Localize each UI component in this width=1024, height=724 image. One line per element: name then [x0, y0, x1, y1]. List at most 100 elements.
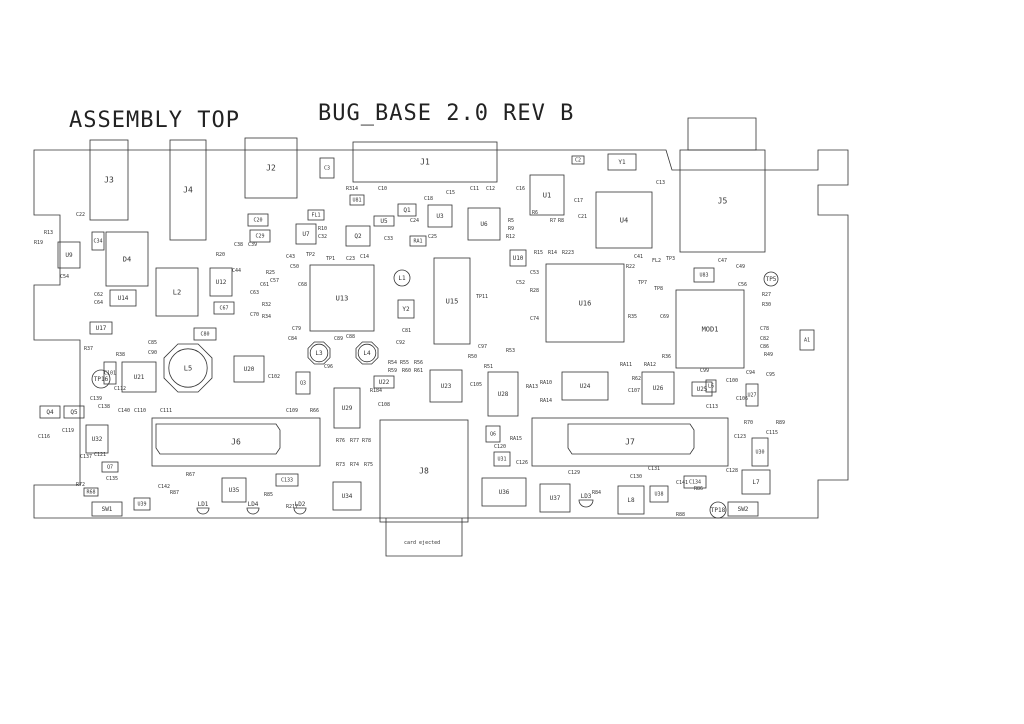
component-ref-label: Q1 — [403, 207, 411, 214]
component-ref-label: C105 — [470, 382, 482, 388]
component-body — [397, 299, 415, 319]
component-ref-label: C44 — [232, 268, 241, 274]
component-r14: R14 — [548, 250, 557, 256]
component-ref-label: U28 — [498, 391, 509, 398]
component-ref-label: C128 — [726, 468, 738, 474]
component-ref-label: J3 — [104, 176, 114, 185]
component-r76: R76 — [336, 438, 345, 444]
component-body — [345, 225, 371, 247]
component-c43: C43 — [286, 254, 295, 260]
component-body — [709, 501, 727, 519]
component-body — [295, 223, 317, 245]
component-u21: U21 — [121, 361, 157, 393]
component-ref-label: R20 — [216, 252, 225, 258]
component-ref-label: C78 — [760, 326, 769, 332]
component-ref-label: R77 — [350, 438, 359, 444]
component-body — [641, 371, 675, 405]
component-body — [249, 229, 271, 243]
component-body — [163, 343, 213, 393]
component-ref-label: C50 — [290, 264, 299, 270]
component-ref-label: C53 — [530, 270, 539, 276]
component-r38: R38 — [116, 352, 125, 358]
component-ref-label: C96 — [324, 364, 333, 370]
component-r25: R25 — [266, 270, 275, 276]
component-l2: L2 — [155, 267, 199, 317]
component-body — [89, 139, 129, 221]
component-q6: Q6 — [485, 425, 501, 443]
component-r85: R85 — [264, 492, 273, 498]
component-ref-label: U32 — [92, 436, 103, 443]
component-c81: C81 — [402, 328, 411, 334]
component-c97: C97 — [478, 344, 487, 350]
component-body — [427, 204, 453, 228]
component-q3: Q3 — [295, 371, 311, 395]
component-ref-label: MOD1 — [702, 325, 719, 333]
component-ref-label: R67 — [186, 472, 195, 478]
component-c70: C70 — [250, 312, 259, 318]
component-body — [649, 485, 669, 503]
component-ref-label: U7 — [302, 231, 310, 238]
component-c96: C96 — [324, 364, 333, 370]
component-tp1: TP1 — [326, 256, 335, 262]
component-ref-label: C52 — [516, 280, 525, 286]
component-r86: R86 — [694, 486, 703, 492]
component-c86: C86 — [760, 344, 769, 350]
component-ref-label: C92 — [396, 340, 405, 346]
component-c17: C17 — [574, 198, 583, 204]
component-ref-label: C57 — [270, 278, 279, 284]
component-ref-label: C110 — [134, 408, 146, 414]
component-c62: C62 — [94, 292, 103, 298]
component-ref-label: R6 — [532, 210, 538, 216]
component-ref-label: C141 — [676, 480, 688, 486]
component-r89: R89 — [776, 420, 785, 426]
component-ref-label: R49 — [764, 352, 773, 358]
component-ref-label: C54 — [60, 274, 69, 280]
component-u36: U36 — [481, 477, 527, 507]
component-ref-label: R84 — [592, 490, 601, 496]
component-ref-label: R87 — [170, 490, 179, 496]
component-c120: C120 — [494, 444, 506, 450]
component-c139: C139 — [90, 396, 102, 402]
component-q7: Q7 — [101, 461, 119, 473]
component-ref-label: Q5 — [70, 409, 78, 416]
component-u39: U39 — [133, 497, 151, 511]
component-u9: U9 — [57, 241, 81, 269]
component-c129: C129 — [568, 470, 580, 476]
component-ref-label: R68 — [86, 490, 95, 496]
component-l6: L6 — [705, 379, 717, 393]
component-c123: C123 — [734, 434, 746, 440]
component-ref-label: U16 — [579, 299, 592, 307]
component-ref-label: RA14 — [540, 398, 552, 404]
component-body — [578, 499, 594, 508]
component-body — [293, 507, 307, 515]
component-ref-label: C21 — [578, 214, 587, 220]
component-ref-label: C90 — [148, 350, 157, 356]
component-ref-label: TP7 — [638, 280, 647, 286]
component-ra1: RA1 — [409, 235, 427, 247]
component-ref-label: C23 — [346, 256, 355, 262]
component-ref-label: C74 — [530, 316, 539, 322]
component-ref-label: Q2 — [354, 233, 362, 240]
component-c111: C111 — [160, 408, 172, 414]
component-ref-label: U21 — [134, 374, 145, 381]
component-body — [213, 301, 235, 315]
component-c44: C44 — [232, 268, 241, 274]
component-c140: C140 — [118, 408, 130, 414]
component-u30: U30 — [751, 437, 769, 467]
component-ref-label: C22 — [76, 212, 85, 218]
component-c138: C138 — [98, 404, 110, 410]
component-c53: C53 — [530, 270, 539, 276]
component-ld4: LD4 — [246, 501, 260, 515]
component-ref-label: RA15 — [510, 436, 522, 442]
component-tp2: TP2 — [306, 252, 315, 258]
component-j2: J2 — [244, 137, 298, 199]
component-body — [493, 451, 511, 467]
component-body — [595, 191, 653, 249]
component-ref-label: U6 — [480, 221, 488, 228]
component-c102: C102 — [268, 374, 280, 380]
component-ref-label: R74 — [350, 462, 359, 468]
component-body — [196, 507, 210, 515]
component-r61: R61 — [414, 368, 423, 374]
component-r50: R50 — [468, 354, 477, 360]
component-j7: J7 — [531, 417, 729, 467]
